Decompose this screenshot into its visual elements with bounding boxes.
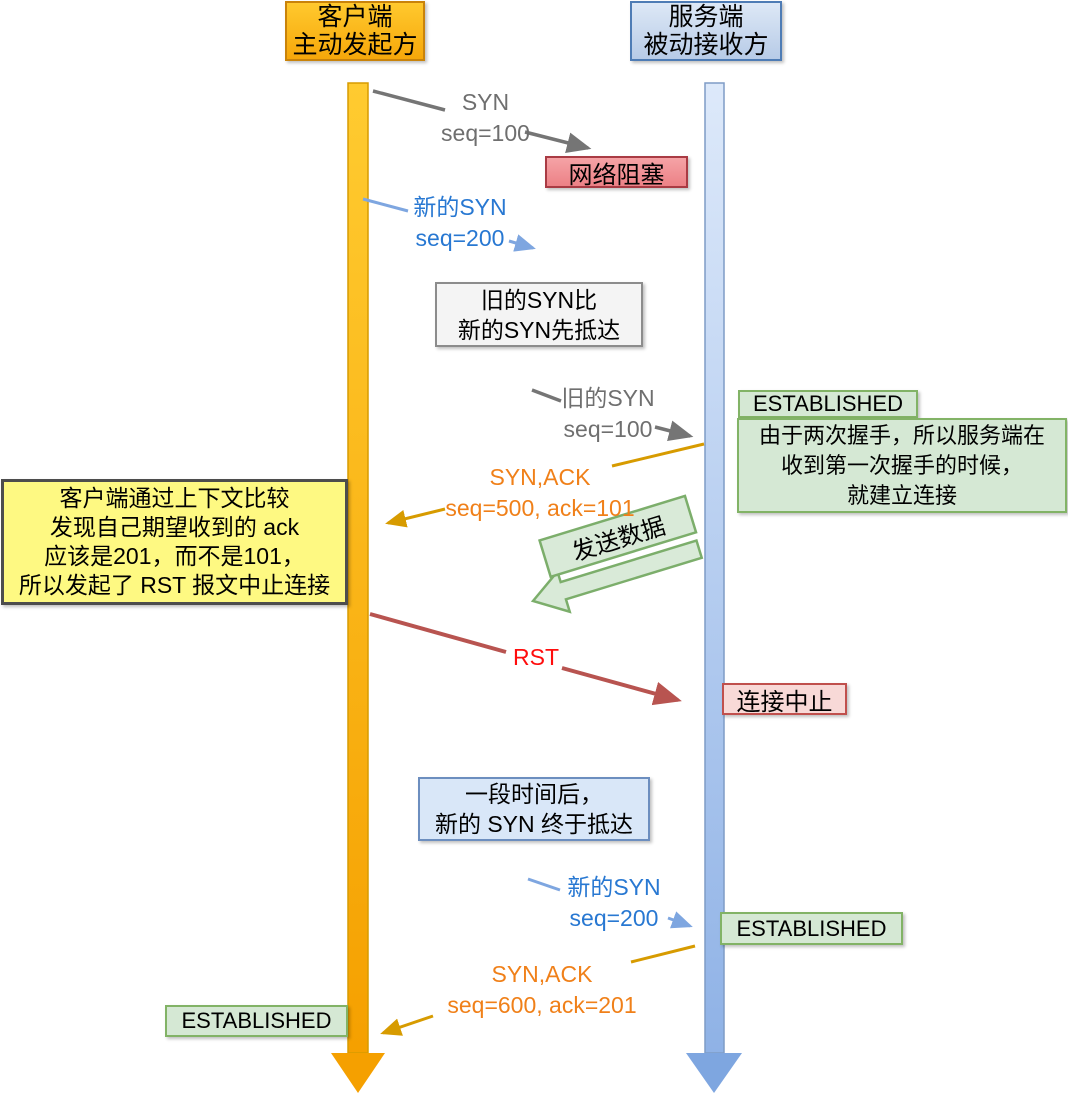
- client-header: 客户端 主动发起方: [285, 1, 425, 61]
- client-lifeline-arrowhead: [331, 1053, 385, 1093]
- server-established-1-badge: ESTABLISHED: [738, 390, 918, 418]
- synack-second-arrow-start: [630, 944, 696, 964]
- rst-arrow-start: [369, 612, 507, 654]
- synack-first-arrow-end: [385, 507, 446, 528]
- connection-abort-box: 连接中止: [722, 683, 847, 716]
- syn-new-arrival-arrow-end: [667, 911, 693, 929]
- syn-first-arrow-end: [524, 130, 592, 154]
- send-data-block-arrow: 发送数据: [530, 494, 704, 614]
- rst-arrow-end: [561, 666, 682, 706]
- two-way-handshake-note: 由于两次握手，所以服务端在 收到第一次握手的时候， 就建立连接: [737, 418, 1067, 513]
- server-lifeline: [686, 82, 742, 1093]
- old-syn-first-box: 旧的SYN比 新的SYN先抵达: [435, 282, 643, 347]
- syn-old-arrow-start: [531, 388, 562, 403]
- client-established-badge: ESTABLISHED: [165, 1005, 348, 1037]
- server-lifeline-arrowhead: [686, 1053, 742, 1093]
- synack-first-arrow-start: [611, 442, 705, 468]
- syn-old-arrow-end: [654, 420, 694, 441]
- rst-label: RST: [513, 644, 559, 670]
- synack-second-label: SYN,ACK seq=600, ack=201: [447, 961, 637, 1018]
- syn-old-arrival-label: 旧的SYN seq=100: [561, 385, 655, 442]
- network-congestion-box: 网络阻塞: [545, 156, 688, 189]
- client-rst-reason-note: 客户端通过上下文比较 发现自己期望收到的 ack 应该是201，而不是101， …: [1, 479, 348, 605]
- server-header: 服务端 被动接收方: [630, 1, 782, 61]
- synack-first-label: SYN,ACK seq=500, ack=101: [445, 464, 635, 521]
- syn-new-arrow-start: [362, 197, 409, 213]
- syn-first-arrow-start: [372, 89, 446, 112]
- syn-new-arrow-end: [508, 234, 536, 252]
- syn-new-arrival-label: 新的SYN seq=200: [567, 874, 661, 931]
- syn-new-label: 新的SYN seq=200: [413, 194, 507, 251]
- client-lifeline: [331, 82, 385, 1093]
- synack-second-arrow-end: [380, 1014, 434, 1036]
- server-established-2-badge: ESTABLISHED: [720, 912, 903, 945]
- syn-first-label: SYN seq=100: [441, 89, 530, 146]
- syn-new-arrival-arrow-start: [527, 877, 561, 892]
- after-a-while-box: 一段时间后， 新的 SYN 终于抵达: [418, 777, 650, 841]
